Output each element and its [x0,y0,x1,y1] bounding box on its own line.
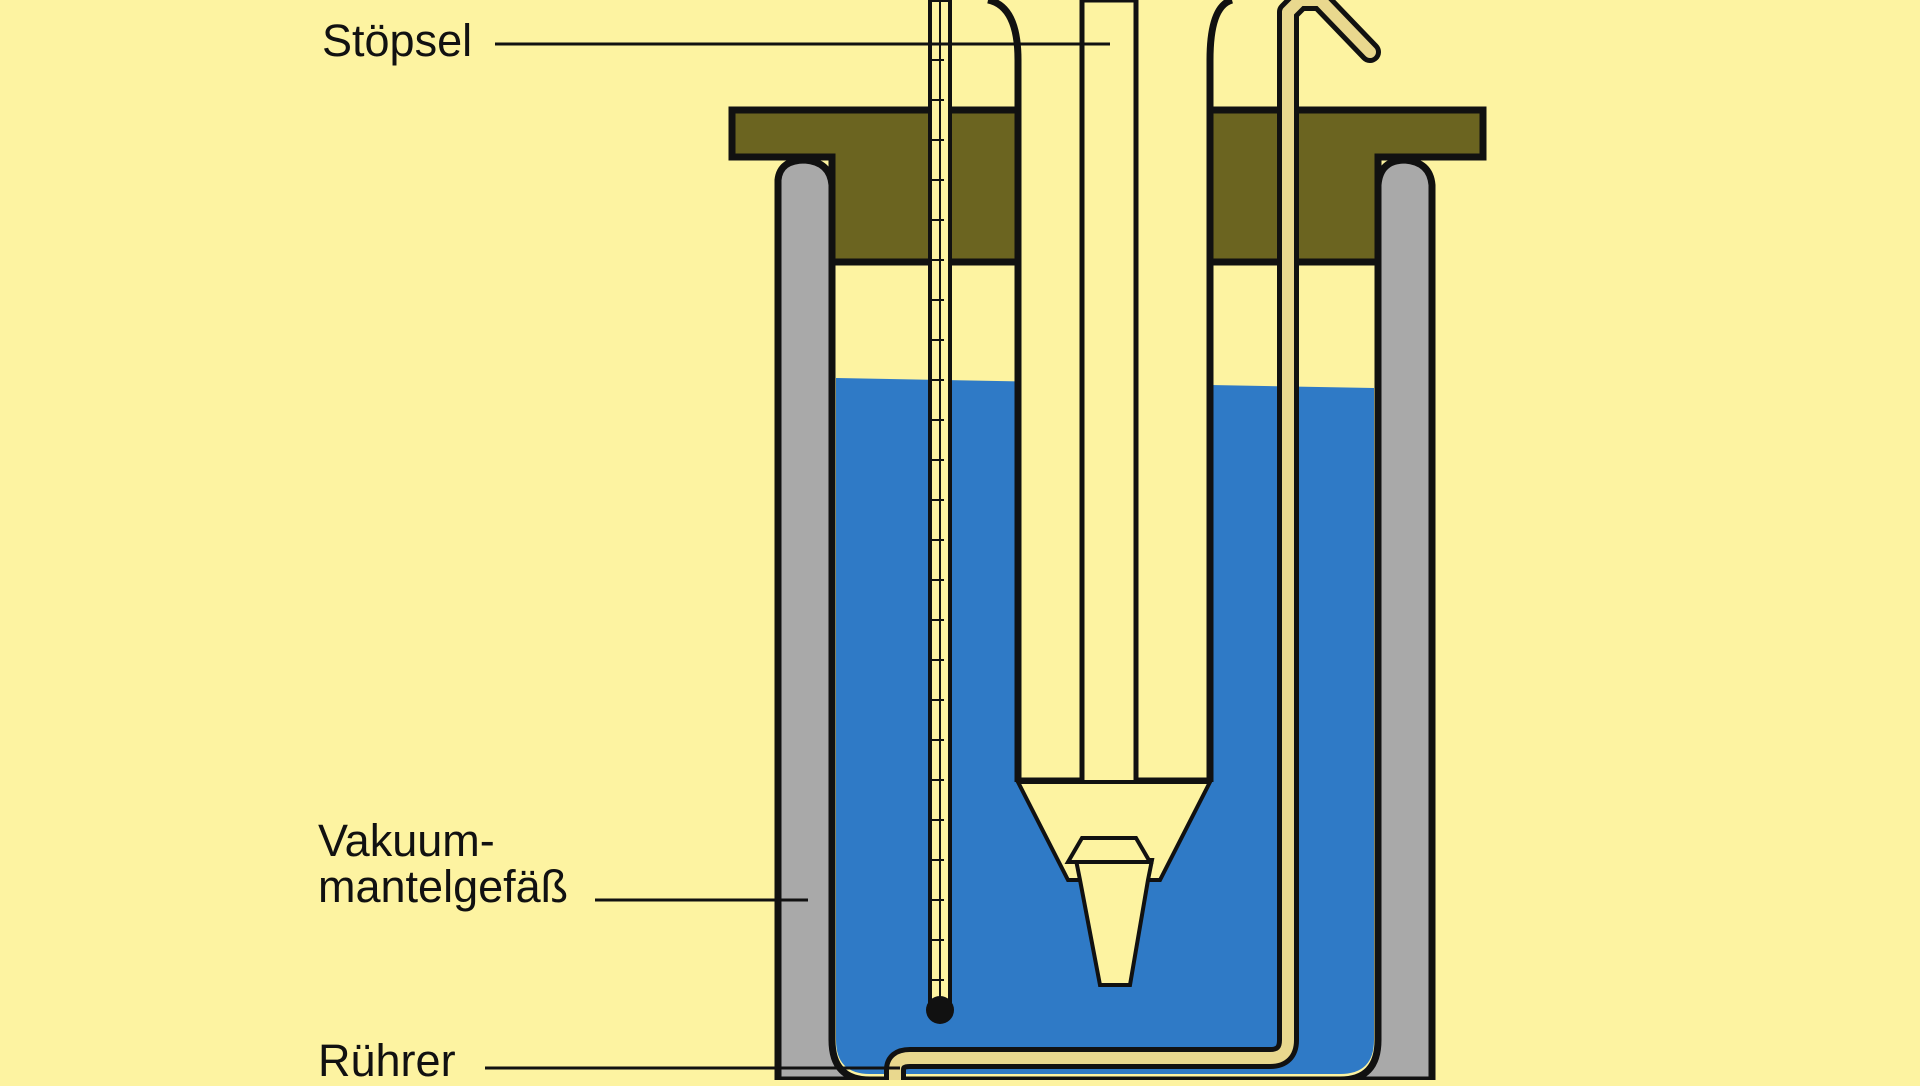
label-stopper: Stöpsel [322,15,473,66]
cone-connector [1064,836,1154,864]
label-vacuum-jacket: Vakuum- mantelgefäß [318,818,568,910]
stirrer-rod-fill [889,0,1376,1080]
label-stirrer: Rührer [318,1035,456,1086]
label-vacuum-line2: mantelgefäß [318,861,569,912]
cone-lower [1073,858,1155,987]
inner-vessel-outline [987,0,1234,782]
thermometer-scale [930,59,944,981]
thermometer-bulb [926,996,954,1024]
central-rod [1079,0,1139,843]
cone-upper [1014,780,1214,882]
label-vacuum-line1: Vakuum- [318,815,495,866]
